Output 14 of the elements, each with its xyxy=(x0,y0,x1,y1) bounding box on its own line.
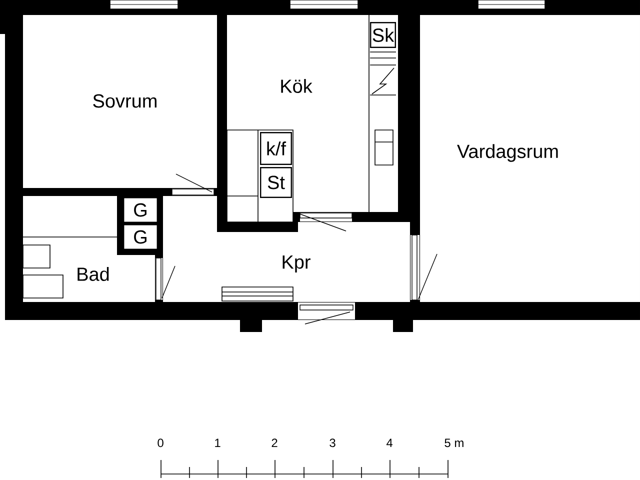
scale-label: 4 xyxy=(386,438,393,447)
scale-label: 1 xyxy=(215,438,220,447)
fixture-box: G xyxy=(123,224,158,250)
scale-label: 3 xyxy=(330,438,336,448)
room: Sovrum xyxy=(23,15,217,188)
fixture-box: St xyxy=(260,167,292,198)
room: Vardagsrum xyxy=(420,15,640,302)
fixture-box: k/f xyxy=(260,132,292,165)
node-label: Kpr xyxy=(282,256,310,273)
fixture-box: Sk xyxy=(370,22,396,48)
scale-label: 2 xyxy=(272,438,278,447)
fixture-box: G xyxy=(123,197,158,223)
scale-label: 5 m xyxy=(444,438,464,448)
scale-label: 0 xyxy=(158,438,164,448)
